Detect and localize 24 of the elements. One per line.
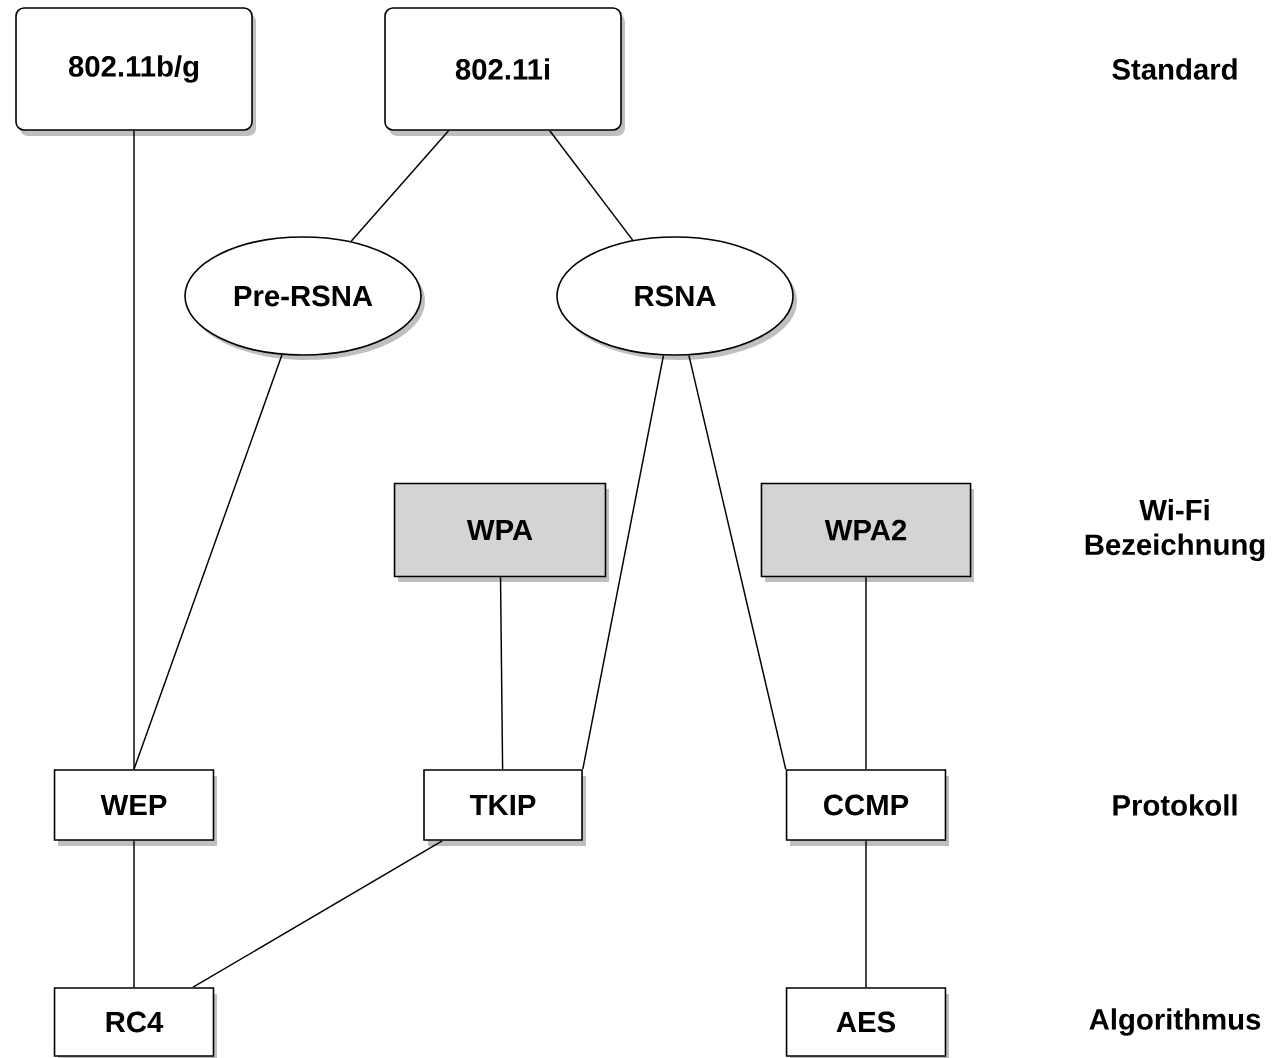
connector-line [350, 130, 450, 243]
connector-line [133, 354, 283, 770]
connector-line [865, 840, 867, 988]
certification-box: WPA [393, 482, 609, 582]
layer-label: Algorithmus [1089, 1008, 1261, 1036]
connector-line [133, 840, 135, 988]
certification-box: WPA2 [760, 482, 974, 582]
connector-line [582, 354, 665, 770]
standard-box: 802.11b/g [15, 7, 256, 136]
protocol-box: AES [785, 987, 949, 1058]
protocol-box: WEP [53, 769, 217, 846]
layer-label: Wi-Fi Bezeichnung [1085, 498, 1265, 562]
connector-line [865, 576, 867, 770]
connector-line [549, 130, 634, 241]
standard-box: 802.11i [384, 7, 625, 136]
protocol-box: CCMP [785, 769, 949, 846]
layer-label: Protokoll [1113, 794, 1237, 816]
connector-line [688, 354, 787, 770]
layer-label: Standard [1112, 58, 1237, 80]
connector-line [133, 130, 135, 770]
connector-line [192, 840, 443, 988]
protocol-box: TKIP [423, 769, 586, 846]
connector-line [499, 576, 504, 770]
protocol-box: RC4 [53, 987, 217, 1058]
